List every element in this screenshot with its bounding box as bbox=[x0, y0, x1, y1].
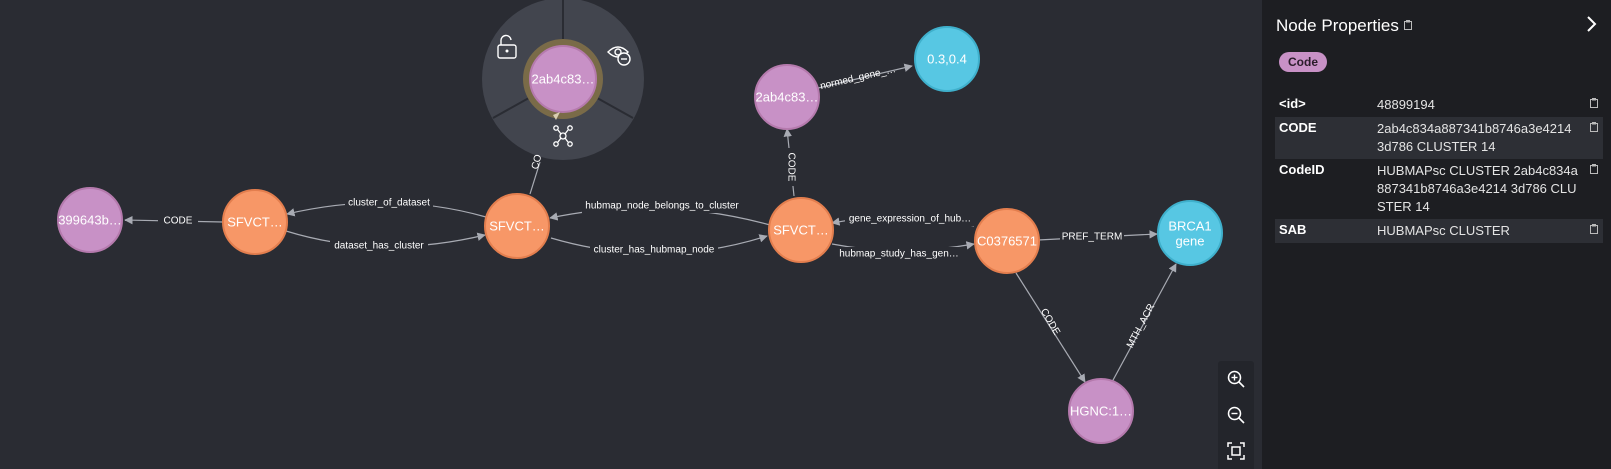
property-value: 2ab4c834a887341b8746a3e4214 3d786 CLUSTE… bbox=[1377, 121, 1572, 154]
node-label: 2ab4c83… bbox=[756, 89, 819, 104]
property-row: <id> 48899194 bbox=[1275, 93, 1603, 117]
node-label: 0.3,0.4 bbox=[927, 51, 967, 66]
hide-icon[interactable] bbox=[607, 46, 631, 66]
node-cluster-1[interactable]: SFVCT… bbox=[222, 189, 288, 255]
edge-label-code-vertical: CODE bbox=[785, 153, 796, 182]
property-row: CODE 2ab4c834a887341b8746a3e4214 3d786 C… bbox=[1275, 117, 1603, 159]
node-label: 399643b… bbox=[58, 212, 122, 227]
node-concept[interactable]: C0376571 bbox=[974, 208, 1040, 274]
edge-label-code-diag: CODE bbox=[1038, 307, 1062, 338]
property-row: SAB HUBMAPsc CLUSTER bbox=[1275, 219, 1603, 243]
node-label: HGNC:1… bbox=[1070, 403, 1132, 418]
chevron-right-icon[interactable] bbox=[1581, 14, 1601, 34]
property-value: HUBMAPsc CLUSTER 2ab4c834a887341b8746a3e… bbox=[1377, 163, 1578, 214]
node-cluster-3[interactable]: SFVCT… bbox=[768, 197, 834, 263]
edge-label-cluster-of-dataset: cluster_of_dataset bbox=[348, 198, 430, 209]
property-key: CodeID bbox=[1279, 162, 1325, 177]
node-label: SFVCT… bbox=[773, 222, 829, 237]
zoom-controls bbox=[1218, 361, 1254, 469]
node-label-line2: gene bbox=[1176, 233, 1205, 248]
edge-code-diag bbox=[1015, 272, 1086, 383]
node-label-badge[interactable]: Code bbox=[1279, 52, 1327, 72]
property-key: SAB bbox=[1279, 222, 1307, 237]
node-properties-panel: Node Properties Code <id> 48899194 CODE … bbox=[1262, 0, 1611, 469]
edge-labels: CODE cluster_of_dataset dataset_has_clus… bbox=[158, 64, 1157, 350]
property-key: CODE bbox=[1279, 120, 1317, 135]
property-value: 48899194 bbox=[1377, 97, 1435, 112]
edge-mth-acr bbox=[1111, 263, 1177, 383]
edge-label-pref-term: PREF_TERM bbox=[1062, 232, 1123, 243]
node-brca1[interactable]: BRCA1 gene bbox=[1157, 200, 1223, 266]
unlock-icon[interactable] bbox=[497, 34, 517, 59]
node-label: C0376571 bbox=[977, 233, 1037, 248]
property-key: <id> bbox=[1279, 96, 1306, 111]
copy-icon[interactable] bbox=[1590, 224, 1599, 234]
edge-label-co: CO bbox=[530, 153, 545, 171]
node-label: SFVCT… bbox=[489, 218, 545, 233]
node-selected[interactable]: 2ab4c83… bbox=[523, 39, 603, 120]
edge-label-cluster-has-hubmap-node: cluster_has_hubmap_node bbox=[594, 245, 715, 256]
zoom-in-icon[interactable] bbox=[1218, 361, 1254, 397]
edge-label-code-left: CODE bbox=[164, 216, 193, 227]
edge-label-gene-expression: gene_expression_of_hub… bbox=[849, 214, 971, 225]
expand-icon[interactable] bbox=[553, 125, 573, 147]
zoom-out-icon[interactable] bbox=[1218, 397, 1254, 433]
copy-icon[interactable] bbox=[1590, 164, 1599, 174]
copy-icon[interactable] bbox=[1404, 20, 1413, 30]
edge-label-hubmap-node-belongs: hubmap_node_belongs_to_cluster bbox=[585, 201, 739, 212]
edge-label-hubmap-study: hubmap_study_has_gen… bbox=[839, 249, 959, 260]
copy-icon[interactable] bbox=[1590, 98, 1599, 108]
edge-label-normed-gene: normed_gene_… bbox=[819, 64, 897, 92]
edge-normed-gene bbox=[813, 63, 913, 90]
node-code-top[interactable]: 2ab4c83… bbox=[754, 64, 820, 130]
property-value: HUBMAPsc CLUSTER bbox=[1377, 223, 1510, 238]
property-row: CodeID HUBMAPsc CLUSTER 2ab4c834a887341b… bbox=[1275, 159, 1603, 219]
node-value[interactable]: 0.3,0.4 bbox=[914, 26, 980, 92]
properties-table: <id> 48899194 CODE 2ab4c834a887341b8746a… bbox=[1275, 93, 1603, 243]
node-label-line1: BRCA1 bbox=[1168, 218, 1211, 233]
copy-icon[interactable] bbox=[1590, 122, 1599, 132]
fit-icon[interactable] bbox=[1218, 433, 1254, 469]
node-label: SFVCT… bbox=[227, 214, 283, 229]
node-cluster-2[interactable]: SFVCT… bbox=[484, 193, 550, 259]
panel-title: Node Properties bbox=[1276, 16, 1399, 35]
graph-canvas[interactable]: CODE cluster_of_dataset dataset_has_clus… bbox=[0, 0, 1262, 469]
edge-label-dataset-has-cluster: dataset_has_cluster bbox=[334, 241, 424, 252]
node-label: 2ab4c83… bbox=[532, 71, 595, 86]
node-left-code[interactable]: 399643b… bbox=[57, 187, 123, 253]
edge-label-mth-acr: MTH_ACR bbox=[1125, 302, 1157, 350]
edge-co bbox=[529, 161, 541, 195]
node-hgnc[interactable]: HGNC:1… bbox=[1068, 378, 1134, 444]
